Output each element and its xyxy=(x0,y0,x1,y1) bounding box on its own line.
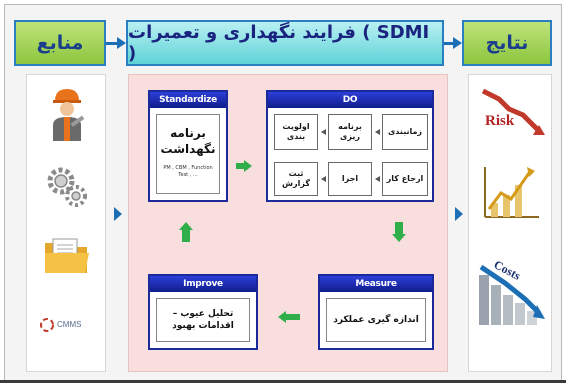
rising-chart-icon xyxy=(484,167,539,218)
prioritization-step: اولویت بندی xyxy=(274,114,318,150)
standardize-box: Standardize برنامه نگهداشت PM , CBM , Fu… xyxy=(148,90,228,202)
do-box: DO زمانبندی برنامه ریزی اولویت بندی ارجا… xyxy=(266,90,434,202)
flow-arrow-shaft xyxy=(286,314,300,320)
improve-content: تحلیل عیوب – اقدامات بهبود xyxy=(156,298,250,342)
flow-arrow-icon xyxy=(455,207,463,221)
flow-arrow-shaft xyxy=(395,222,403,234)
folder-documents-icon xyxy=(45,238,89,273)
connector-arrow-icon xyxy=(453,37,462,49)
measure-box: Measure اندازه گیری عملکرد xyxy=(318,274,434,350)
costs-bars-graphic xyxy=(479,264,545,325)
worker-with-wrench-icon xyxy=(53,89,85,141)
flow-arrow-shaft xyxy=(182,230,190,242)
measure-content: اندازه گیری عملکرد xyxy=(326,298,426,342)
results-panel: Risk Costs xyxy=(468,74,552,372)
risk-label: Risk xyxy=(485,113,515,129)
performance-measurement-label: اندازه گیری عملکرد xyxy=(333,315,419,325)
green-arrow-up-icon xyxy=(179,222,193,230)
scheduling-step: زمانبندی xyxy=(382,114,428,150)
risk-arrow-graphic xyxy=(481,88,545,135)
planning-step: برنامه ریزی xyxy=(328,114,372,150)
green-arrow-right-icon xyxy=(244,160,252,172)
green-arrow-down-icon xyxy=(392,234,406,242)
green-arrow-left-icon xyxy=(278,311,286,323)
execution-step: اجرا xyxy=(328,162,372,196)
cmms-logo-mark xyxy=(40,318,54,332)
risk-falling-chart-icon: Risk xyxy=(479,85,545,141)
measure-title: Measure xyxy=(320,276,432,292)
connector-arrow-icon xyxy=(117,37,126,49)
step-arrow-icon xyxy=(375,129,380,135)
cmms-logo-text: CMMS xyxy=(57,320,82,329)
cmms-logo: CMMS xyxy=(39,315,95,337)
results-header: نتایج xyxy=(462,20,552,66)
maintenance-types-label: PM , CBM , Function Test , ... xyxy=(163,165,213,178)
resources-header: منابع xyxy=(14,20,106,66)
standardize-title: Standardize xyxy=(150,92,226,108)
maintenance-program-label: برنامه نگهداشت xyxy=(160,126,216,156)
resources-panel: CMMS xyxy=(26,74,106,372)
step-arrow-icon xyxy=(321,129,326,135)
costs-falling-chart-icon: Costs xyxy=(475,257,547,329)
step-arrow-icon xyxy=(321,176,326,182)
work-assignment-step: ارجاع کار xyxy=(382,162,428,196)
improve-title: Improve xyxy=(150,276,256,292)
flow-arrow-icon xyxy=(114,207,122,221)
bottom-rule xyxy=(0,380,566,383)
reporting-step: ثبت گزارش xyxy=(274,162,318,196)
do-title: DO xyxy=(268,92,432,108)
step-arrow-icon xyxy=(375,176,380,182)
improve-box: Improve تحلیل عیوب – اقدامات بهبود xyxy=(148,274,258,350)
gears-icon xyxy=(47,167,87,207)
standardize-content: برنامه نگهداشت PM , CBM , Function Test … xyxy=(156,114,220,194)
flow-arrow-shaft xyxy=(236,163,244,169)
connector-line xyxy=(106,42,120,45)
connector-line xyxy=(444,42,456,45)
process-title-header: فرایند نگهداری و تعمیرات ( SDMI ) xyxy=(126,20,444,66)
failure-analysis-label: تحلیل عیوب – اقدامات بهبود xyxy=(172,309,234,331)
